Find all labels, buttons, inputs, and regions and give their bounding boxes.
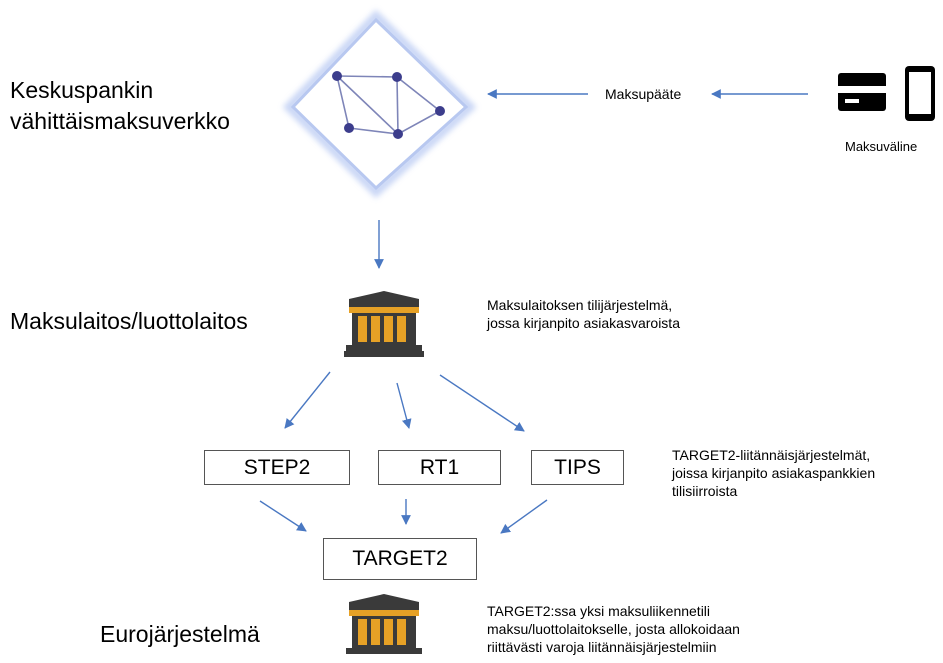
rt1-box: RT1 (378, 450, 501, 485)
arrow-step2-to-target2 (259, 500, 307, 532)
institution-note-line1: Maksulaitoksen tilijärjestelmä, (487, 297, 673, 313)
tips-box: TIPS (531, 450, 624, 485)
eurosystem-note-line2: maksu/luottolaitokselle, josta allokoida… (487, 621, 740, 637)
bank-building-icon (346, 594, 422, 654)
network-title-line2: vähittäismaksuverkko (10, 108, 230, 134)
institution-note-line2: jossa kirjanpito asiakasvaroista (487, 315, 680, 331)
arrow-institution-to-tips (439, 374, 525, 432)
terminal-label: Maksupääte (605, 86, 682, 102)
network-icon (282, 9, 477, 199)
instrument-label: Maksuväline (845, 139, 918, 154)
ancillary-note-line2: joissa kirjanpito asiakaspankkien (672, 465, 876, 481)
eurosystem-note-line1: TARGET2:ssa yksi maksuliikennetili (487, 603, 711, 619)
bank-building-icon (344, 291, 424, 357)
arrow-institution-to-rt1 (396, 382, 412, 429)
arrow-institution-to-step2 (284, 371, 331, 429)
arrow-tips-to-target2 (500, 499, 548, 534)
eurosystem-title: Eurojärjestelmä (100, 621, 260, 647)
step2-box: STEP2 (204, 450, 350, 485)
ancillary-note-line3: tilisiirroista (672, 483, 738, 499)
credit-card-icon (838, 73, 886, 111)
ancillary-note-line1: TARGET2-liitännäisjärjestelmät, (672, 447, 871, 463)
eurosystem-note-line3: riittävästi varoja liitännäisjärjestelmi… (487, 639, 717, 655)
institution-title: Maksulaitos/luottolaitos (10, 308, 248, 334)
smartphone-icon (905, 66, 935, 121)
target2-box: TARGET2 (323, 538, 477, 580)
network-title-line1: Keskuspankin (10, 77, 154, 103)
